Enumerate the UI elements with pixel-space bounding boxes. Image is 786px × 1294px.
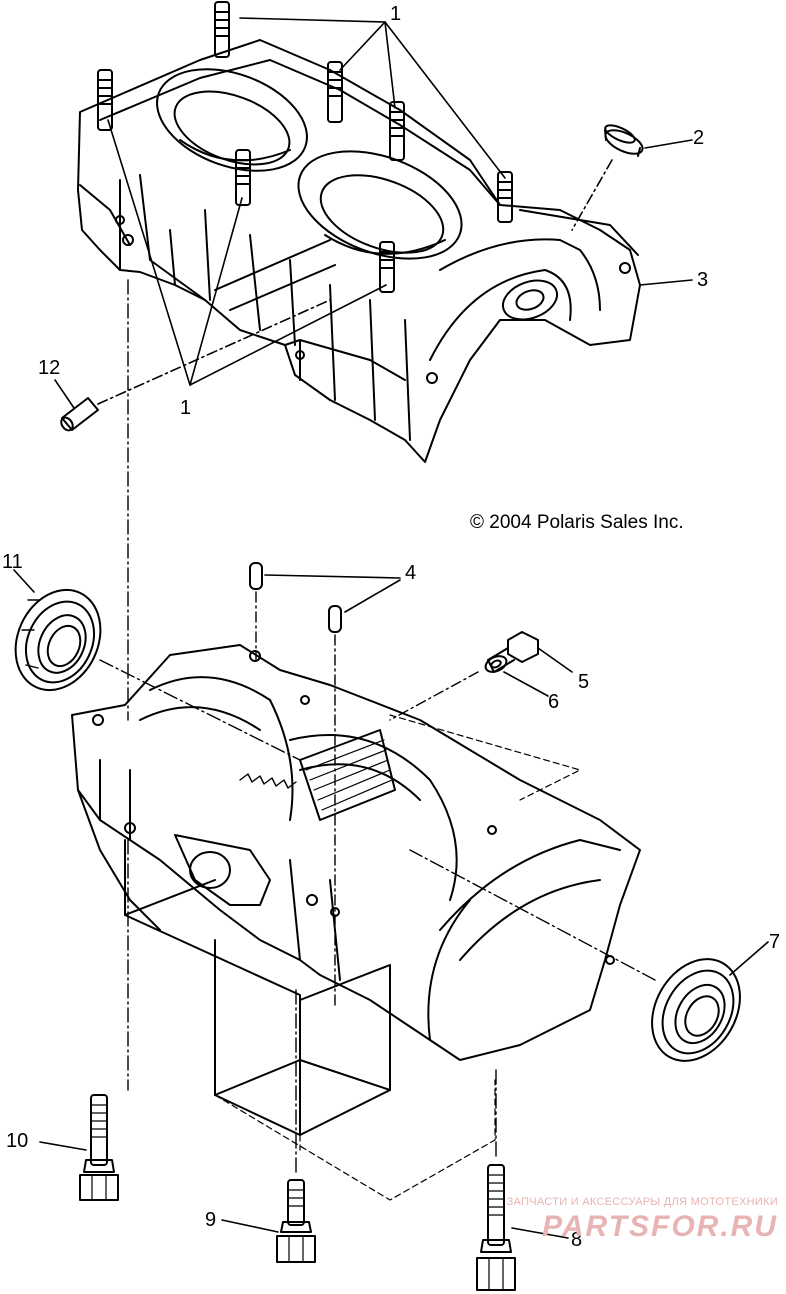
callout-6: 6 <box>548 691 560 713</box>
callout-11: 11 <box>2 551 23 573</box>
part-4-dowels <box>249 562 401 1006</box>
projection-box <box>214 714 581 1201</box>
part-10-bolt <box>39 839 129 1201</box>
watermark-tagline: ЗАПЧАСТИ И АКСЕССУАРЫ ДЛЯ МОТОТЕХНИКИ <box>506 1196 778 1208</box>
lower-crankcase <box>71 644 641 1136</box>
watermark: ЗАПЧАСТИ И АКСЕССУАРЫ ДЛЯ МОТОТЕХНИКИ PA… <box>478 1196 778 1244</box>
copyright-notice: © 2004 Polaris Sales Inc. <box>470 512 684 533</box>
callout-1-bottom: 1 <box>180 397 192 419</box>
part-11-seal <box>13 569 301 761</box>
callout-10: 10 <box>6 1130 29 1152</box>
callout-8: 8 <box>571 1229 583 1251</box>
callout-2: 2 <box>693 127 705 149</box>
callout-3: 3 <box>697 269 709 291</box>
part-9-bolt <box>221 989 316 1263</box>
callout-3-leader <box>639 279 693 286</box>
callout-5: 5 <box>578 671 590 693</box>
crankcase-studs <box>97 1 513 293</box>
upper-crankcase <box>77 39 641 463</box>
part-8-bolt <box>476 1069 569 1291</box>
callout-1-top-leaders <box>239 17 506 179</box>
part-2-grommet <box>571 124 693 231</box>
part-6-washer <box>389 655 549 721</box>
callout-9: 9 <box>205 1209 217 1231</box>
part-5-plug <box>487 631 573 673</box>
part-7-seal <box>409 849 769 1062</box>
watermark-brand: PARTSFOR.RU <box>542 1210 778 1243</box>
callout-1-top: 1 <box>390 3 402 25</box>
part-12-dowel <box>54 299 331 432</box>
callout-12: 12 <box>38 357 61 379</box>
callout-1-bottom-leaders <box>107 119 387 386</box>
callout-4: 4 <box>405 562 417 584</box>
callout-7: 7 <box>769 931 781 953</box>
